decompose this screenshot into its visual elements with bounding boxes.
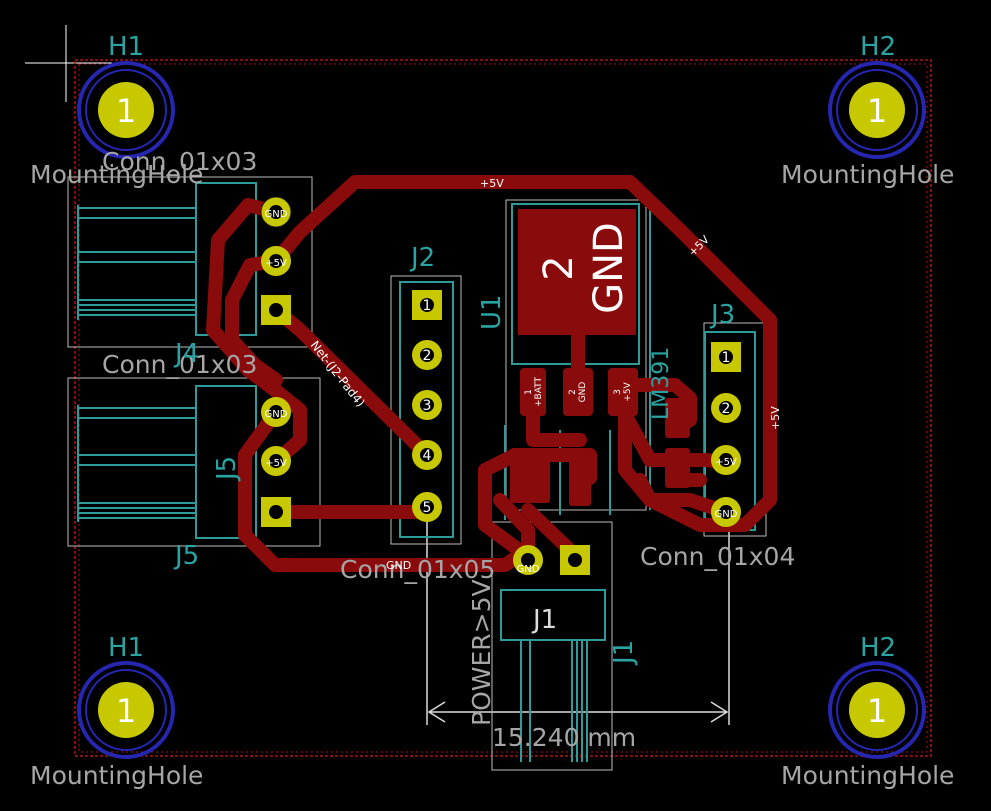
j4-silkscreen — [77, 182, 257, 336]
h2-top-value: MountingHole — [781, 160, 954, 189]
u1-pad1-net: +BATT — [534, 376, 544, 407]
dimension-text: 15.240 mm — [492, 723, 636, 752]
j3-pin3-label: +5V — [715, 457, 737, 468]
j3-pin1-label: 1 — [722, 350, 731, 366]
j1-value: POWER>5V — [467, 579, 496, 726]
h1-top-value: MountingHole — [30, 160, 203, 189]
cursor-crosshair — [25, 25, 112, 102]
j2-pin3-label: 3 — [423, 398, 432, 414]
j3-value: Conn_01x04 — [640, 542, 795, 571]
j5-silkscreen — [77, 385, 257, 539]
j5-body-ref: J5 — [212, 456, 242, 482]
u1-ref: U1 — [477, 294, 507, 330]
j1-pin1-label: GND — [517, 564, 540, 575]
u1-tab-pad[interactable] — [518, 209, 636, 335]
j4-value: Conn_01x03 — [102, 147, 257, 176]
copper-tracks — [206, 175, 777, 572]
j2-ref: J2 — [409, 243, 435, 273]
j3-pin2-label: 2 — [722, 401, 731, 417]
u1-tab-pad-number: 2 — [536, 255, 582, 280]
u1-pad3-net: +5V — [623, 381, 633, 401]
j5-value: Conn_01x03 — [102, 350, 257, 379]
net-label-j2-pad4: Net-(J2-Pad4) — [308, 338, 368, 409]
j2-pin1-label: 1 — [423, 298, 432, 314]
h1-bottom-ref: H1 — [108, 633, 144, 663]
h1-bottom-pad-number: 1 — [116, 692, 136, 730]
j5-ref: J5 — [173, 541, 199, 571]
h1-top-ref: H1 — [108, 32, 144, 62]
h2-bottom-pad-number: 1 — [867, 692, 887, 730]
u1-pad1-num: 1 — [524, 389, 534, 395]
u1-pad2-num: 2 — [568, 389, 578, 395]
j2-pin5-label: 5 — [423, 500, 432, 516]
j3-ref: J3 — [709, 300, 735, 330]
j2-value: Conn_01x05 — [340, 555, 495, 584]
j4-ref: J4 — [173, 339, 199, 369]
h2-top-pad-number: 1 — [867, 92, 887, 130]
u1-pad3-num: 3 — [613, 389, 623, 395]
h2-bottom-value: MountingHole — [781, 761, 954, 790]
j1-silkscreen — [500, 589, 606, 762]
board-edge-inner — [78, 63, 928, 753]
through-hole-pads — [260, 196, 741, 575]
u1-value-partial: LM391 — [649, 347, 674, 420]
j3-pin4-label: GND — [715, 509, 738, 520]
j5-pin2-label: +5V — [265, 458, 287, 469]
j1-body-ref: J1 — [531, 605, 557, 635]
u1-pad2-net: GND — [578, 382, 588, 403]
net-label-5v-top: +5V — [480, 177, 504, 190]
net-label-gnd-bottom: GND — [386, 559, 411, 572]
h1-bottom-value: MountingHole — [30, 761, 203, 790]
j2-pin2-label: 2 — [423, 348, 432, 364]
u1-tab-pad-net: GND — [586, 222, 632, 314]
h2-top-ref: H2 — [860, 32, 896, 62]
j5-pin1-label: GND — [265, 409, 288, 420]
u1-smd-pads — [510, 368, 690, 506]
j2-silkscreen — [399, 281, 454, 538]
j4-pin2-label: +5V — [265, 258, 287, 269]
net-label-5v-right: +5V — [769, 406, 782, 430]
h2-bottom-ref: H2 — [860, 633, 896, 663]
h1-top-pad-number: 1 — [116, 92, 136, 130]
j2-pin4-label: 4 — [423, 448, 432, 464]
mounting-holes — [77, 61, 926, 759]
j4-pin1-label: GND — [265, 209, 288, 220]
j1-ref: J1 — [609, 640, 639, 666]
board-edge — [74, 59, 932, 757]
